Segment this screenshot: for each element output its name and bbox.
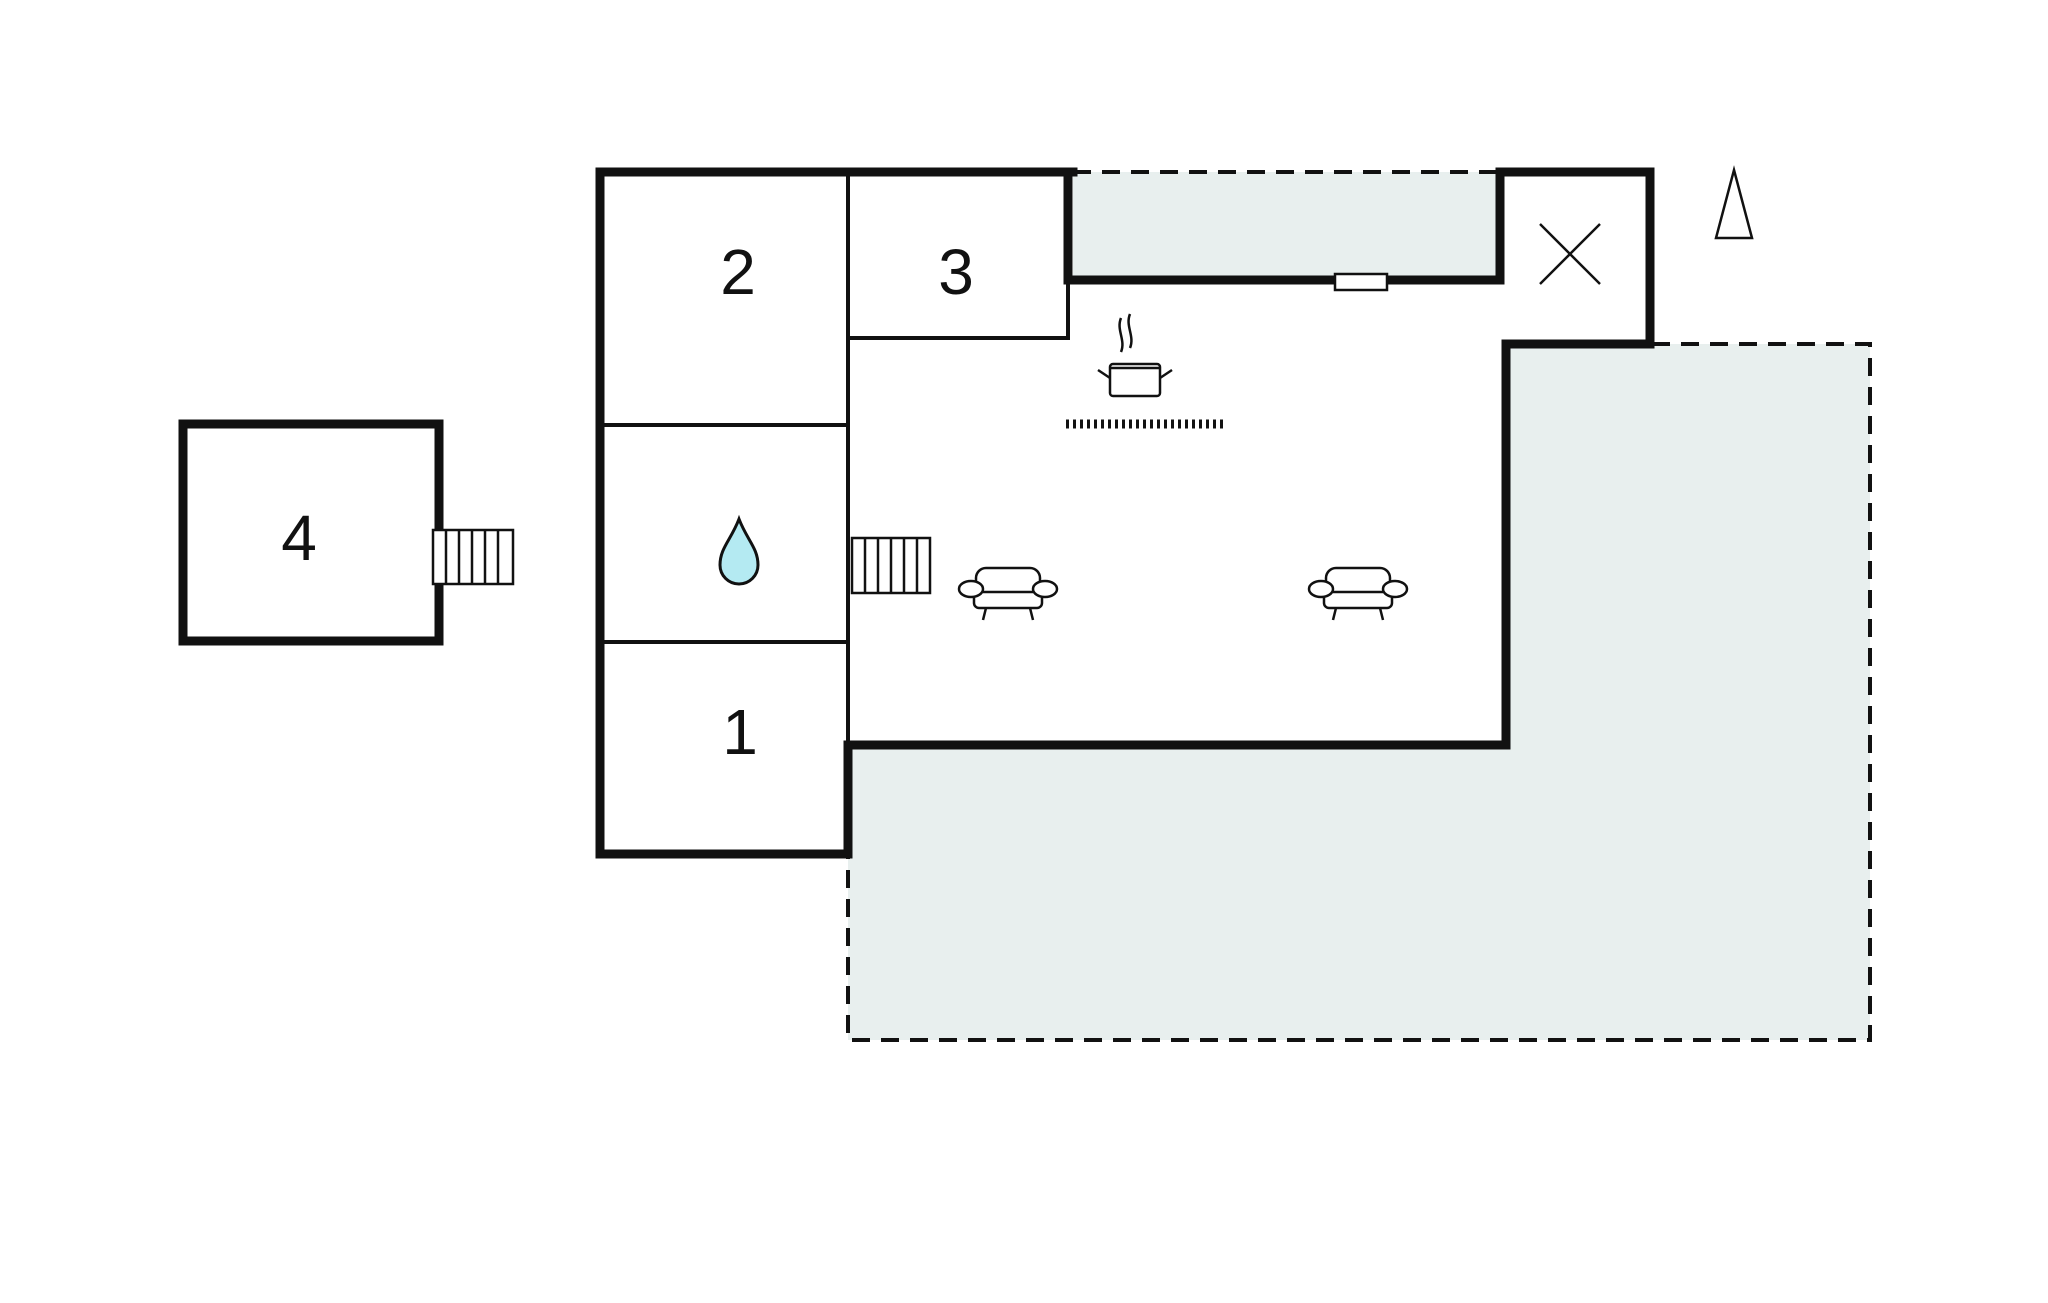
window bbox=[1333, 272, 1389, 292]
stairs-icon bbox=[431, 528, 515, 586]
room-label-2: 2 bbox=[720, 236, 756, 308]
sofa-icon bbox=[957, 566, 1059, 621]
room-label-4: 4 bbox=[281, 502, 317, 574]
water-drop-icon bbox=[718, 514, 760, 586]
stairs-icon bbox=[850, 536, 932, 595]
terrace-top bbox=[1073, 172, 1496, 280]
house-interior bbox=[600, 175, 1500, 854]
cross-icon bbox=[1539, 223, 1601, 285]
room-label-3: 3 bbox=[938, 236, 974, 308]
room-label-1: 1 bbox=[722, 696, 758, 768]
north-arrow-icon bbox=[1714, 165, 1754, 240]
sofa-icon bbox=[1307, 566, 1409, 621]
wall-room3 bbox=[848, 280, 1070, 340]
house-outer-wall bbox=[595, 167, 1655, 859]
cooking-pot-icon bbox=[1097, 313, 1173, 398]
terrace-large bbox=[848, 344, 1870, 1040]
terrace-large-outline bbox=[846, 342, 1872, 1042]
